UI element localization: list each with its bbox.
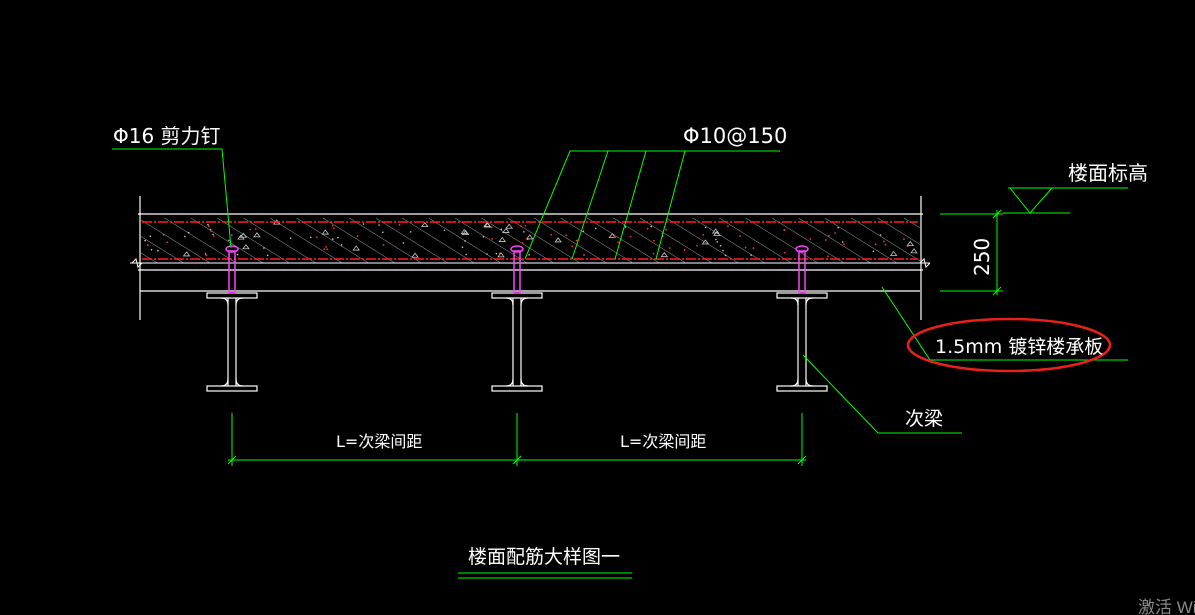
rebar-leader-3 [614,150,647,260]
activation-watermark: 激活 Wi [1138,598,1195,615]
triangle-elevation-icon [1009,187,1053,214]
slab-thickness-label: 250 [970,238,994,276]
i-beam-section-icon [776,292,828,392]
shear-stud [225,245,239,294]
deck-plate-highlight-ellipse [906,317,1112,373]
drawing-title: 楼面配筋大样图一 [468,546,620,568]
rebar-spec-label: Φ10@150 [683,124,787,148]
concrete-aggregate-pattern [144,219,918,258]
leader-lines [112,148,1128,579]
shear-stud-label: Φ16 剪力钉 [113,124,221,148]
shear-stud [795,245,809,294]
shear-stud [510,245,524,294]
rebar-leader-1 [524,150,780,260]
i-beam-section-icon [206,292,258,392]
rebar-leader-2 [571,150,609,260]
span-left-label: L=次梁间距 [336,432,422,451]
floor-elevation-label: 楼面标高 [1068,161,1148,185]
secondary-beam-leader [802,354,962,434]
deck-plate-label: 1.5mm 镀锌楼承板 [935,336,1103,358]
i-beam-section-icon [491,292,543,392]
secondary-beams [206,245,828,392]
rebar-leader-4 [655,150,686,260]
concrete-slab [130,196,931,320]
secondary-beam-label: 次梁 [905,408,943,430]
rebar-lines [142,221,918,260]
span-right-label: L=次梁间距 [620,432,706,451]
shear-stud-leader [112,148,232,249]
